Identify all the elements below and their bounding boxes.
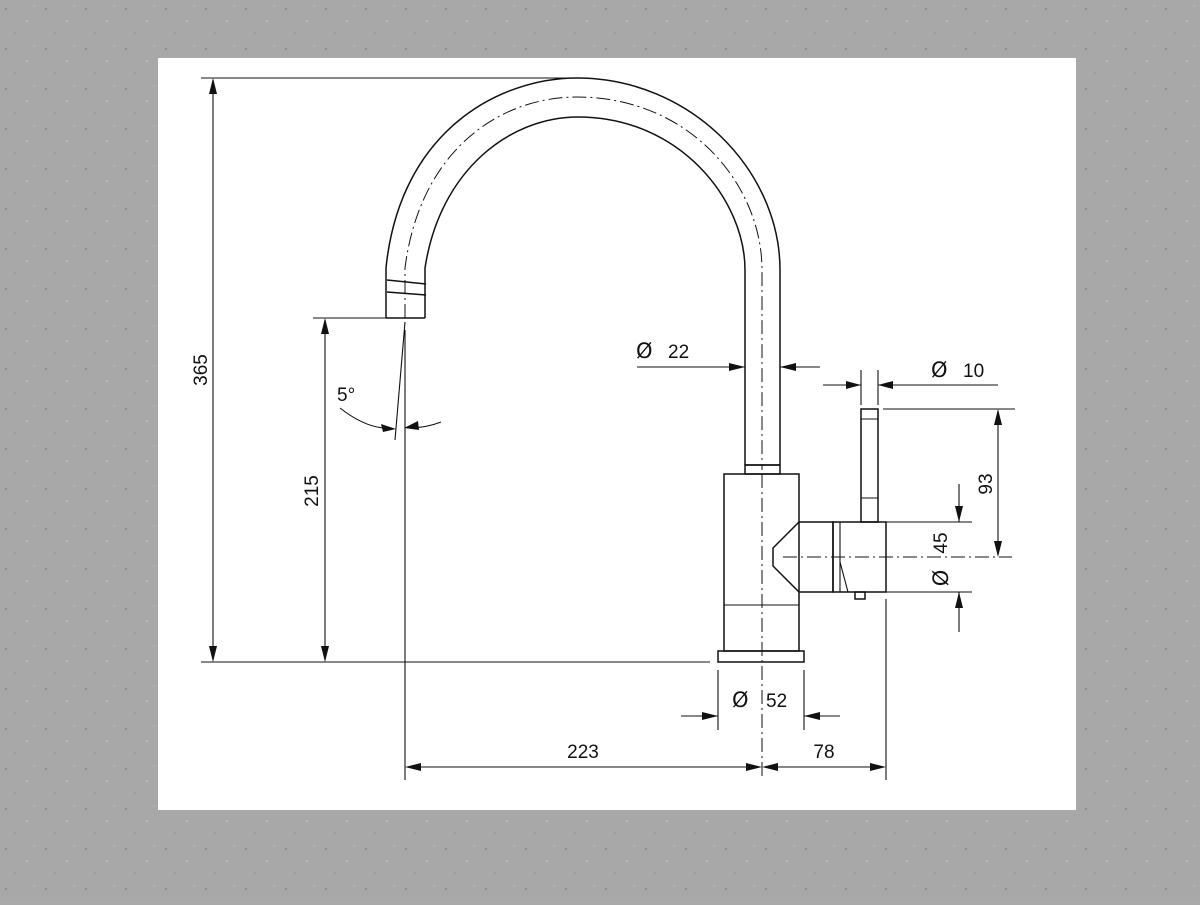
dimension-overall-height: 365 xyxy=(191,77,710,663)
dimension-label-78: 78 xyxy=(813,742,834,763)
diameter-symbol: Ø xyxy=(636,339,653,363)
diameter-symbol: Ø xyxy=(732,688,749,712)
dimension-label-215: 215 xyxy=(302,475,323,507)
dimension-lever-height: 93 xyxy=(883,408,1015,557)
handle-lever xyxy=(860,408,879,523)
spout-inner-curve xyxy=(424,116,746,465)
base-plate xyxy=(717,650,805,663)
dimension-handle-diameter: Ø 45 xyxy=(886,484,972,632)
faucet-outline xyxy=(385,77,1012,780)
dimension-label-45: 45 xyxy=(931,532,952,553)
cartridge-pin xyxy=(854,591,866,600)
dimension-spout-reach: 223 xyxy=(405,742,762,771)
dimension-base-diameter: Ø 52 xyxy=(681,670,840,730)
spout-tip-ring xyxy=(386,291,427,296)
dimension-label-223: 223 xyxy=(567,742,599,763)
spout-centerline xyxy=(404,96,763,470)
drawing-sheet xyxy=(158,58,1076,810)
dimension-label-10: 10 xyxy=(963,361,984,382)
diameter-symbol: Ø xyxy=(931,358,948,382)
dimension-outlet-height: 215 xyxy=(302,317,386,662)
diameter-symbol: Ø xyxy=(929,570,953,587)
cartridge-wedge xyxy=(839,561,849,593)
dimension-spout-diameter: Ø 22 xyxy=(636,339,820,371)
dimension-label-52: 52 xyxy=(766,691,787,712)
dimension-label-93: 93 xyxy=(976,473,997,494)
dimension-label-22: 22 xyxy=(668,342,689,363)
dimension-label-365: 365 xyxy=(191,354,212,386)
dimension-lever-diameter: Ø 10 xyxy=(823,358,998,405)
spout-tip-ring xyxy=(386,279,427,285)
dimension-spout-angle: 5° xyxy=(337,321,442,780)
angle-line xyxy=(394,321,406,441)
dimension-handle-projection: 78 xyxy=(762,599,887,780)
dimension-label-5-deg: 5° xyxy=(337,385,355,406)
